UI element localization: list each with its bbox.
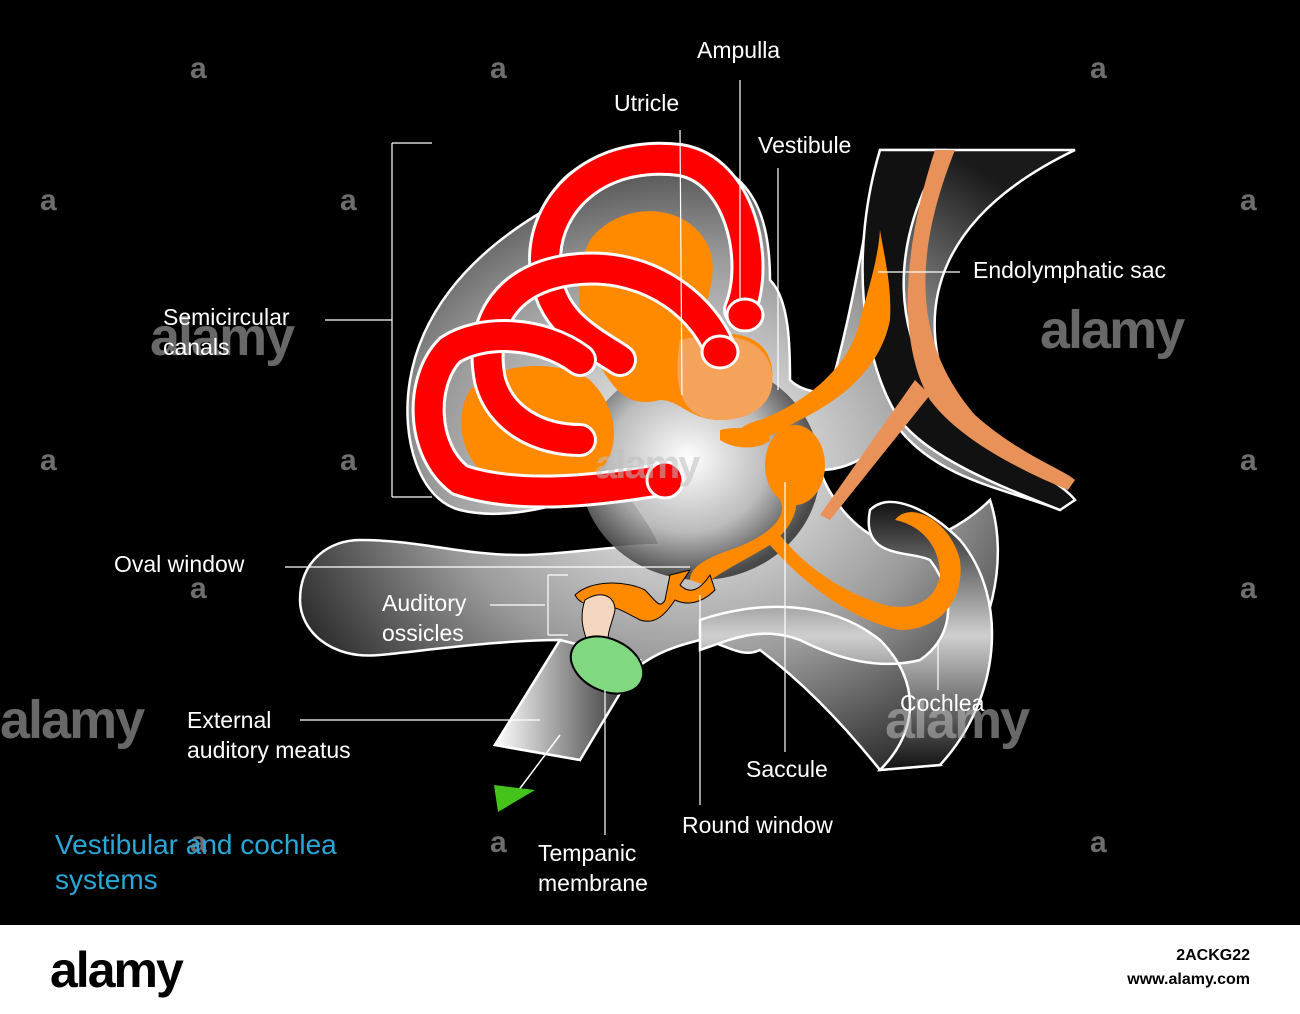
site-url: www.alamy.com	[1127, 971, 1250, 988]
label-semicircular-canals: Semicircular canals	[163, 304, 290, 360]
svg-text:a: a	[1090, 826, 1107, 859]
svg-text:a: a	[190, 52, 207, 85]
brand-logo: alamy	[50, 942, 184, 998]
figure-caption: Vestibular and cochlea systems	[55, 829, 337, 895]
svg-text:a: a	[1240, 184, 1257, 217]
watermark-layer: a a a a a a a a a a a a a a	[40, 52, 1257, 859]
label-utricle: Utricle	[614, 90, 680, 116]
label-round-window: Round window	[682, 812, 833, 838]
svg-text:a: a	[1240, 444, 1257, 477]
leader-lines	[285, 80, 960, 835]
svg-text:a: a	[340, 444, 357, 477]
sound-direction-arrow	[494, 734, 561, 812]
semicircular-canals	[411, 141, 765, 509]
svg-text:a: a	[40, 184, 57, 217]
svg-text:alamy: alamy	[595, 443, 701, 487]
svg-text:a: a	[490, 52, 507, 85]
label-external-auditory-meatus: External auditory meatus	[187, 707, 351, 763]
svg-text:a: a	[40, 444, 57, 477]
watermark-large: alamy alamy alamy alamy alamy	[0, 300, 1187, 750]
svg-text:alamy: alamy	[150, 307, 295, 367]
svg-text:a: a	[190, 826, 207, 859]
inner-ear-illustration: a a a a a a a a a a a a a a alamy alamy …	[0, 52, 1257, 859]
svg-text:a: a	[1090, 52, 1107, 85]
image-id: 2ACKG22	[1176, 947, 1250, 964]
footer-bar: alamy 2ACKG22 www.alamy.com	[0, 925, 1300, 1014]
svg-text:alamy: alamy	[0, 690, 145, 750]
label-oval-window: Oval window	[114, 551, 245, 577]
label-endolymphatic-sac: Endolymphatic sac	[973, 257, 1167, 283]
label-vestibule: Vestibule	[758, 132, 852, 158]
svg-text:alamy: alamy	[1040, 300, 1185, 360]
svg-text:a: a	[340, 184, 357, 217]
label-cochlea: Cochlea	[900, 690, 985, 716]
saccule	[690, 230, 961, 630]
diagram-canvas: a a a a a a a a a a a a a a alamy alamy …	[0, 37, 1257, 896]
tympanic-membrane	[569, 635, 645, 695]
label-saccule: Saccule	[746, 756, 828, 782]
label-tempanic-membrane: Tempanic membrane	[538, 840, 648, 896]
label-auditory-ossicles: Auditory ossicles	[382, 590, 467, 646]
svg-text:a: a	[1240, 572, 1257, 605]
svg-text:alamy: alamy	[885, 690, 1030, 750]
svg-text:a: a	[190, 572, 207, 605]
svg-text:a: a	[490, 826, 507, 859]
label-ampulla: Ampulla	[697, 37, 781, 63]
